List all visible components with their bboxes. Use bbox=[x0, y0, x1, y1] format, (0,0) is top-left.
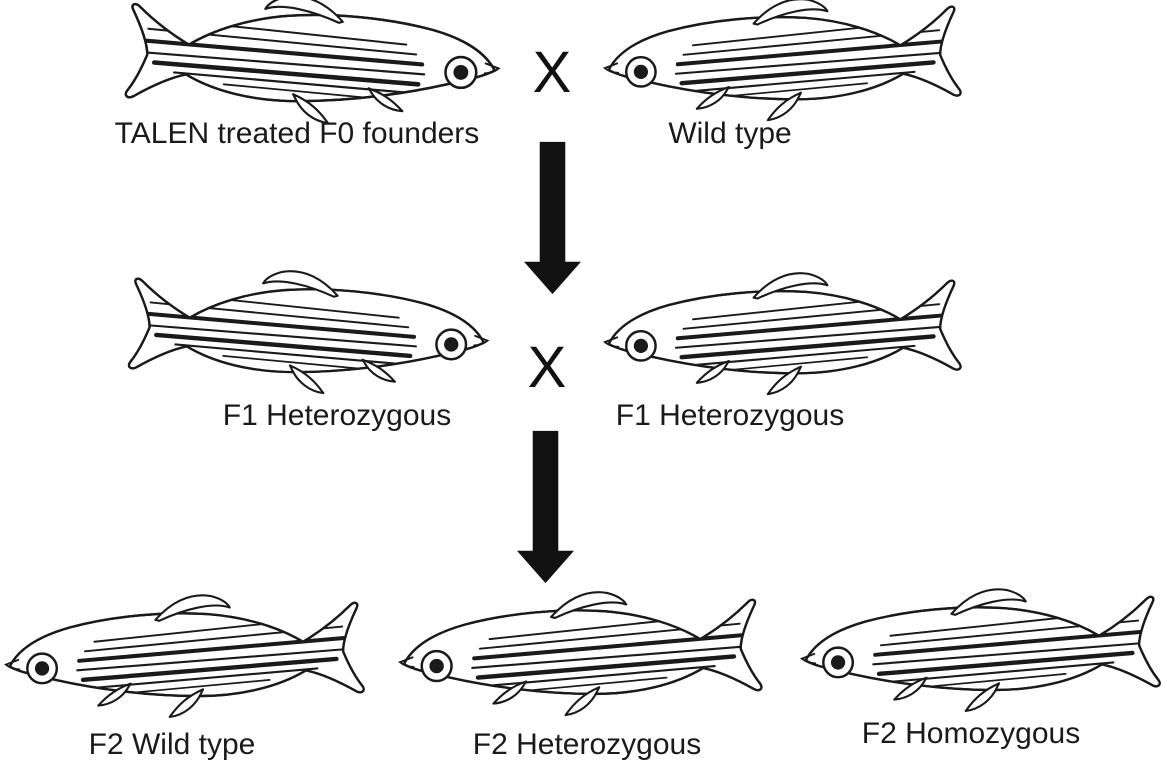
label-f2-heterozygous: F2 Heterozygous bbox=[472, 728, 702, 761]
zebrafish-f0-founder-icon bbox=[124, 0, 502, 126]
zebrafish-f1-het-left-icon bbox=[127, 270, 491, 396]
cross-symbol: X bbox=[527, 334, 567, 400]
zebrafish-f1-het-right-icon bbox=[602, 272, 962, 397]
down-arrow-icon bbox=[524, 141, 581, 295]
zebrafish-f2-wildtype-icon bbox=[3, 594, 365, 720]
zebrafish-f2-homozygous-icon bbox=[799, 588, 1161, 714]
cross-symbol: X bbox=[532, 39, 572, 105]
down-arrow-icon bbox=[517, 430, 574, 584]
zebrafish-f2-heterozygous-icon bbox=[397, 591, 763, 718]
label-wild-type: Wild type bbox=[668, 117, 792, 150]
zebrafish-wildtype-icon bbox=[602, 0, 962, 123]
label-f1-heterozygous-right: F1 Heterozygous bbox=[615, 399, 845, 432]
label-f1-heterozygous-left: F1 Heterozygous bbox=[222, 399, 452, 432]
label-f0-founders: TALEN treated F0 founders bbox=[114, 117, 480, 150]
label-f2-homozygous: F2 Homozygous bbox=[861, 717, 1081, 750]
label-f2-wild-type: F2 Wild type bbox=[88, 728, 256, 761]
